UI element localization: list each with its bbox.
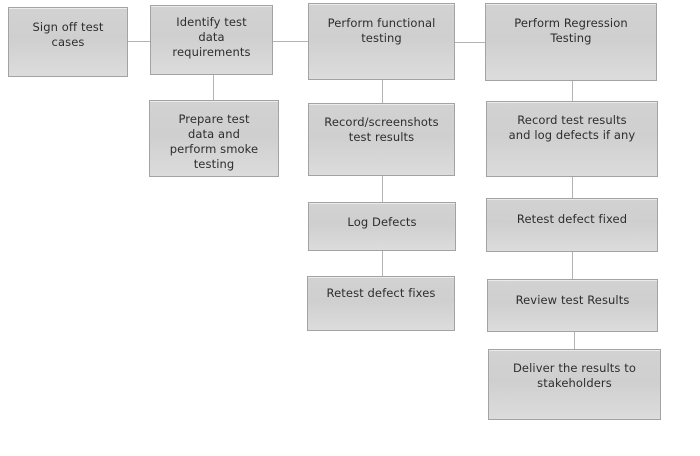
flow-node-record-test-results-log-defects: Record test results and log defects if a… — [486, 101, 658, 177]
flow-node-retest-defect-fixes: Retest defect fixes — [307, 276, 455, 331]
flow-node-log-defects: Log Defects — [308, 202, 456, 251]
connector-record-test-results-log-defects-to-retest-defect-fixed — [572, 177, 573, 198]
connector-identify-test-data-requirements-to-prepare-test-data-smoke-testing — [213, 75, 214, 100]
connector-identify-test-data-requirements-to-perform-functional-testing — [273, 41, 308, 42]
flow-node-prepare-test-data-smoke-testing: Prepare test data and perform smoke test… — [149, 100, 279, 177]
flow-node-retest-defect-fixed: Retest defect fixed — [486, 198, 658, 252]
flow-node-label: Identify test data requirements — [172, 15, 251, 59]
connector-perform-functional-testing-to-perform-regression-testing — [455, 42, 485, 43]
flow-node-label: Prepare test data and perform smoke test… — [169, 112, 259, 171]
flow-node-label: Retest defect fixed — [516, 212, 628, 226]
flow-node-label: Log Defects — [347, 215, 417, 229]
connector-record-screenshots-test-results-to-log-defects — [382, 176, 383, 202]
connector-log-defects-to-retest-defect-fixes — [382, 251, 383, 276]
flow-node-perform-functional-testing: Perform functional testing — [308, 3, 455, 80]
connector-perform-regression-testing-to-record-test-results-log-defects — [572, 81, 573, 101]
flow-node-identify-test-data-requirements: Identify test data requirements — [150, 5, 273, 75]
connector-review-test-results-to-deliver-results-stakeholders — [574, 332, 575, 349]
connector-perform-functional-testing-to-record-screenshots-test-results — [382, 80, 383, 103]
flow-node-label: Perform functional testing — [327, 16, 436, 45]
flow-node-perform-regression-testing: Perform Regression Testing — [485, 3, 657, 81]
flow-node-record-screenshots-test-results: Record/screenshots test results — [308, 103, 455, 176]
flow-node-label: Review test Results — [515, 293, 630, 307]
flow-node-deliver-results-stakeholders: Deliver the results to stakeholders — [488, 349, 661, 420]
flow-node-label: Record test results and log defects if a… — [508, 113, 636, 142]
flow-node-sign-off-test-cases: Sign off test cases — [8, 7, 128, 77]
flow-node-label: Perform Regression Testing — [514, 16, 628, 45]
flow-node-review-test-results: Review test Results — [487, 279, 658, 332]
flow-node-label: Record/screenshots test results — [324, 115, 439, 144]
flow-node-label: Deliver the results to stakeholders — [512, 361, 637, 390]
connector-sign-off-test-cases-to-identify-test-data-requirements — [128, 41, 150, 42]
flow-node-label: Retest defect fixes — [326, 286, 436, 300]
flow-node-label: Sign off test cases — [32, 20, 104, 49]
connector-retest-defect-fixed-to-review-test-results — [572, 252, 573, 279]
